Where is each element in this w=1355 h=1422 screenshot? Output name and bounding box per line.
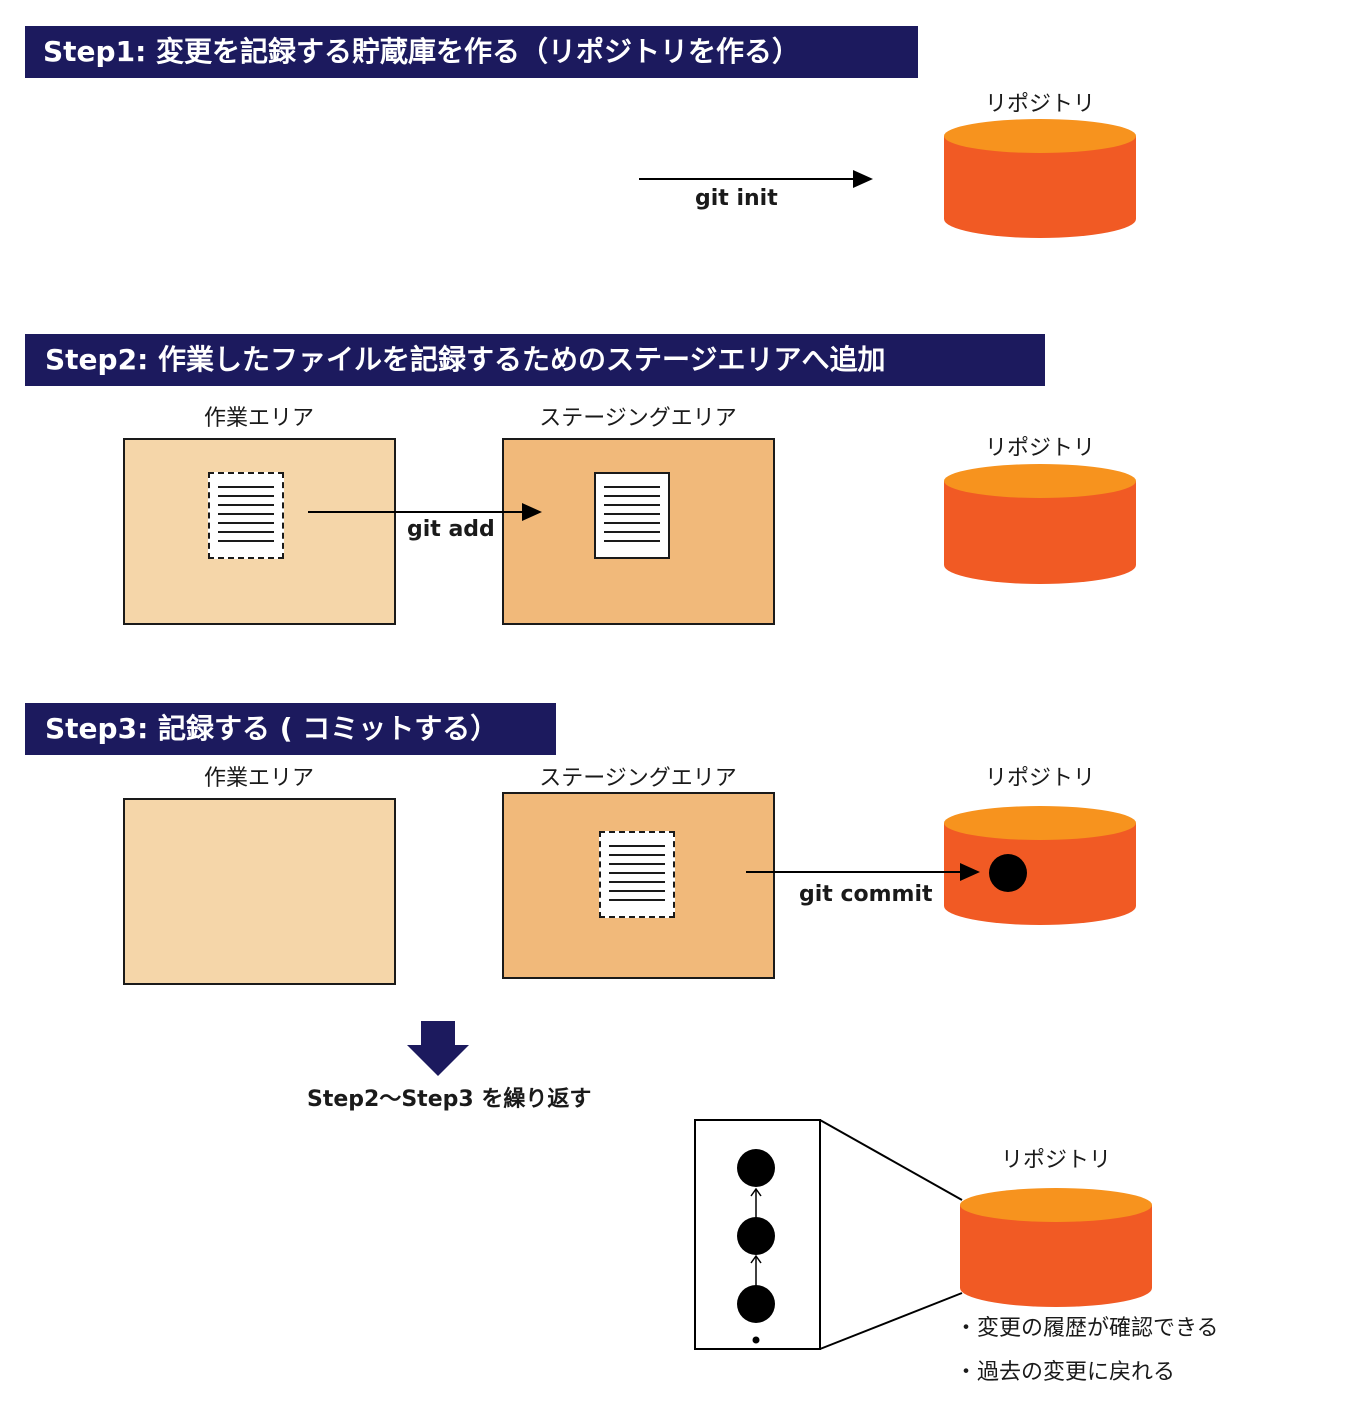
git-commit-label: git commit xyxy=(799,882,933,907)
step3-staging-area-label: ステージングエリア xyxy=(539,766,737,791)
history-repo-label: リポジトリ xyxy=(1000,1148,1111,1173)
step3-work-area-label: 作業エリア xyxy=(203,766,314,791)
step3-title: Step3: 記録する ( コミットする） xyxy=(45,712,499,745)
step3-commit-dot xyxy=(989,854,1027,892)
git-init-label: git init xyxy=(695,186,778,211)
step3-banner: Step3: 記録する ( コミットする） xyxy=(25,703,556,755)
repeat-label: Step2〜Step3 を繰り返す xyxy=(307,1087,592,1112)
step3-work-area xyxy=(123,798,396,985)
step1-title: Step1: 変更を記録する貯蔵庫を作る（リポジトリを作る） xyxy=(43,35,801,68)
step2-repository-cylinder xyxy=(944,464,1136,584)
step1-banner: Step1: 変更を記録する貯蔵庫を作る（リポジトリを作る） xyxy=(25,26,918,78)
zoom-line-bottom xyxy=(819,1292,963,1350)
step2-work-area-label: 作業エリア xyxy=(203,406,314,431)
commit-dot-oldest xyxy=(737,1285,775,1323)
repeat-down-arrow xyxy=(407,1021,469,1076)
commit-dot-latest xyxy=(737,1149,775,1187)
zoom-line-top xyxy=(819,1119,963,1201)
commit-chain xyxy=(737,1149,775,1344)
ellipsis-dot-1 xyxy=(752,1336,760,1344)
git-add-label: git add xyxy=(407,517,495,542)
step2-staged-file-icon xyxy=(594,472,670,559)
step2-title: Step2: 作業したファイルを記録するためのステージエリアへ追加 xyxy=(45,343,886,376)
step2-banner: Step2: 作業したファイルを記録するためのステージエリアへ追加 xyxy=(25,334,1045,386)
step3-commit-arrow xyxy=(746,863,980,881)
step2-add-arrow xyxy=(308,503,542,521)
commit-dot-middle xyxy=(737,1217,775,1255)
step1-repo-label: リポジトリ xyxy=(984,92,1095,117)
step1-repository-cylinder xyxy=(944,119,1136,238)
step2-modified-file-icon xyxy=(208,472,284,559)
step3-repository-cylinder xyxy=(944,806,1136,925)
benefit-revert-possible: ・過去の変更に戻れる xyxy=(955,1360,1176,1385)
history-repository-cylinder xyxy=(960,1188,1152,1307)
benefit-history-viewable: ・変更の履歴が確認できる xyxy=(955,1316,1219,1341)
step2-staging-area-label: ステージングエリア xyxy=(539,406,737,431)
step1-init-arrow xyxy=(639,170,873,188)
step3-committed-file-icon xyxy=(599,831,675,918)
step3-repo-label: リポジトリ xyxy=(984,766,1095,791)
step2-repo-label: リポジトリ xyxy=(984,436,1095,461)
